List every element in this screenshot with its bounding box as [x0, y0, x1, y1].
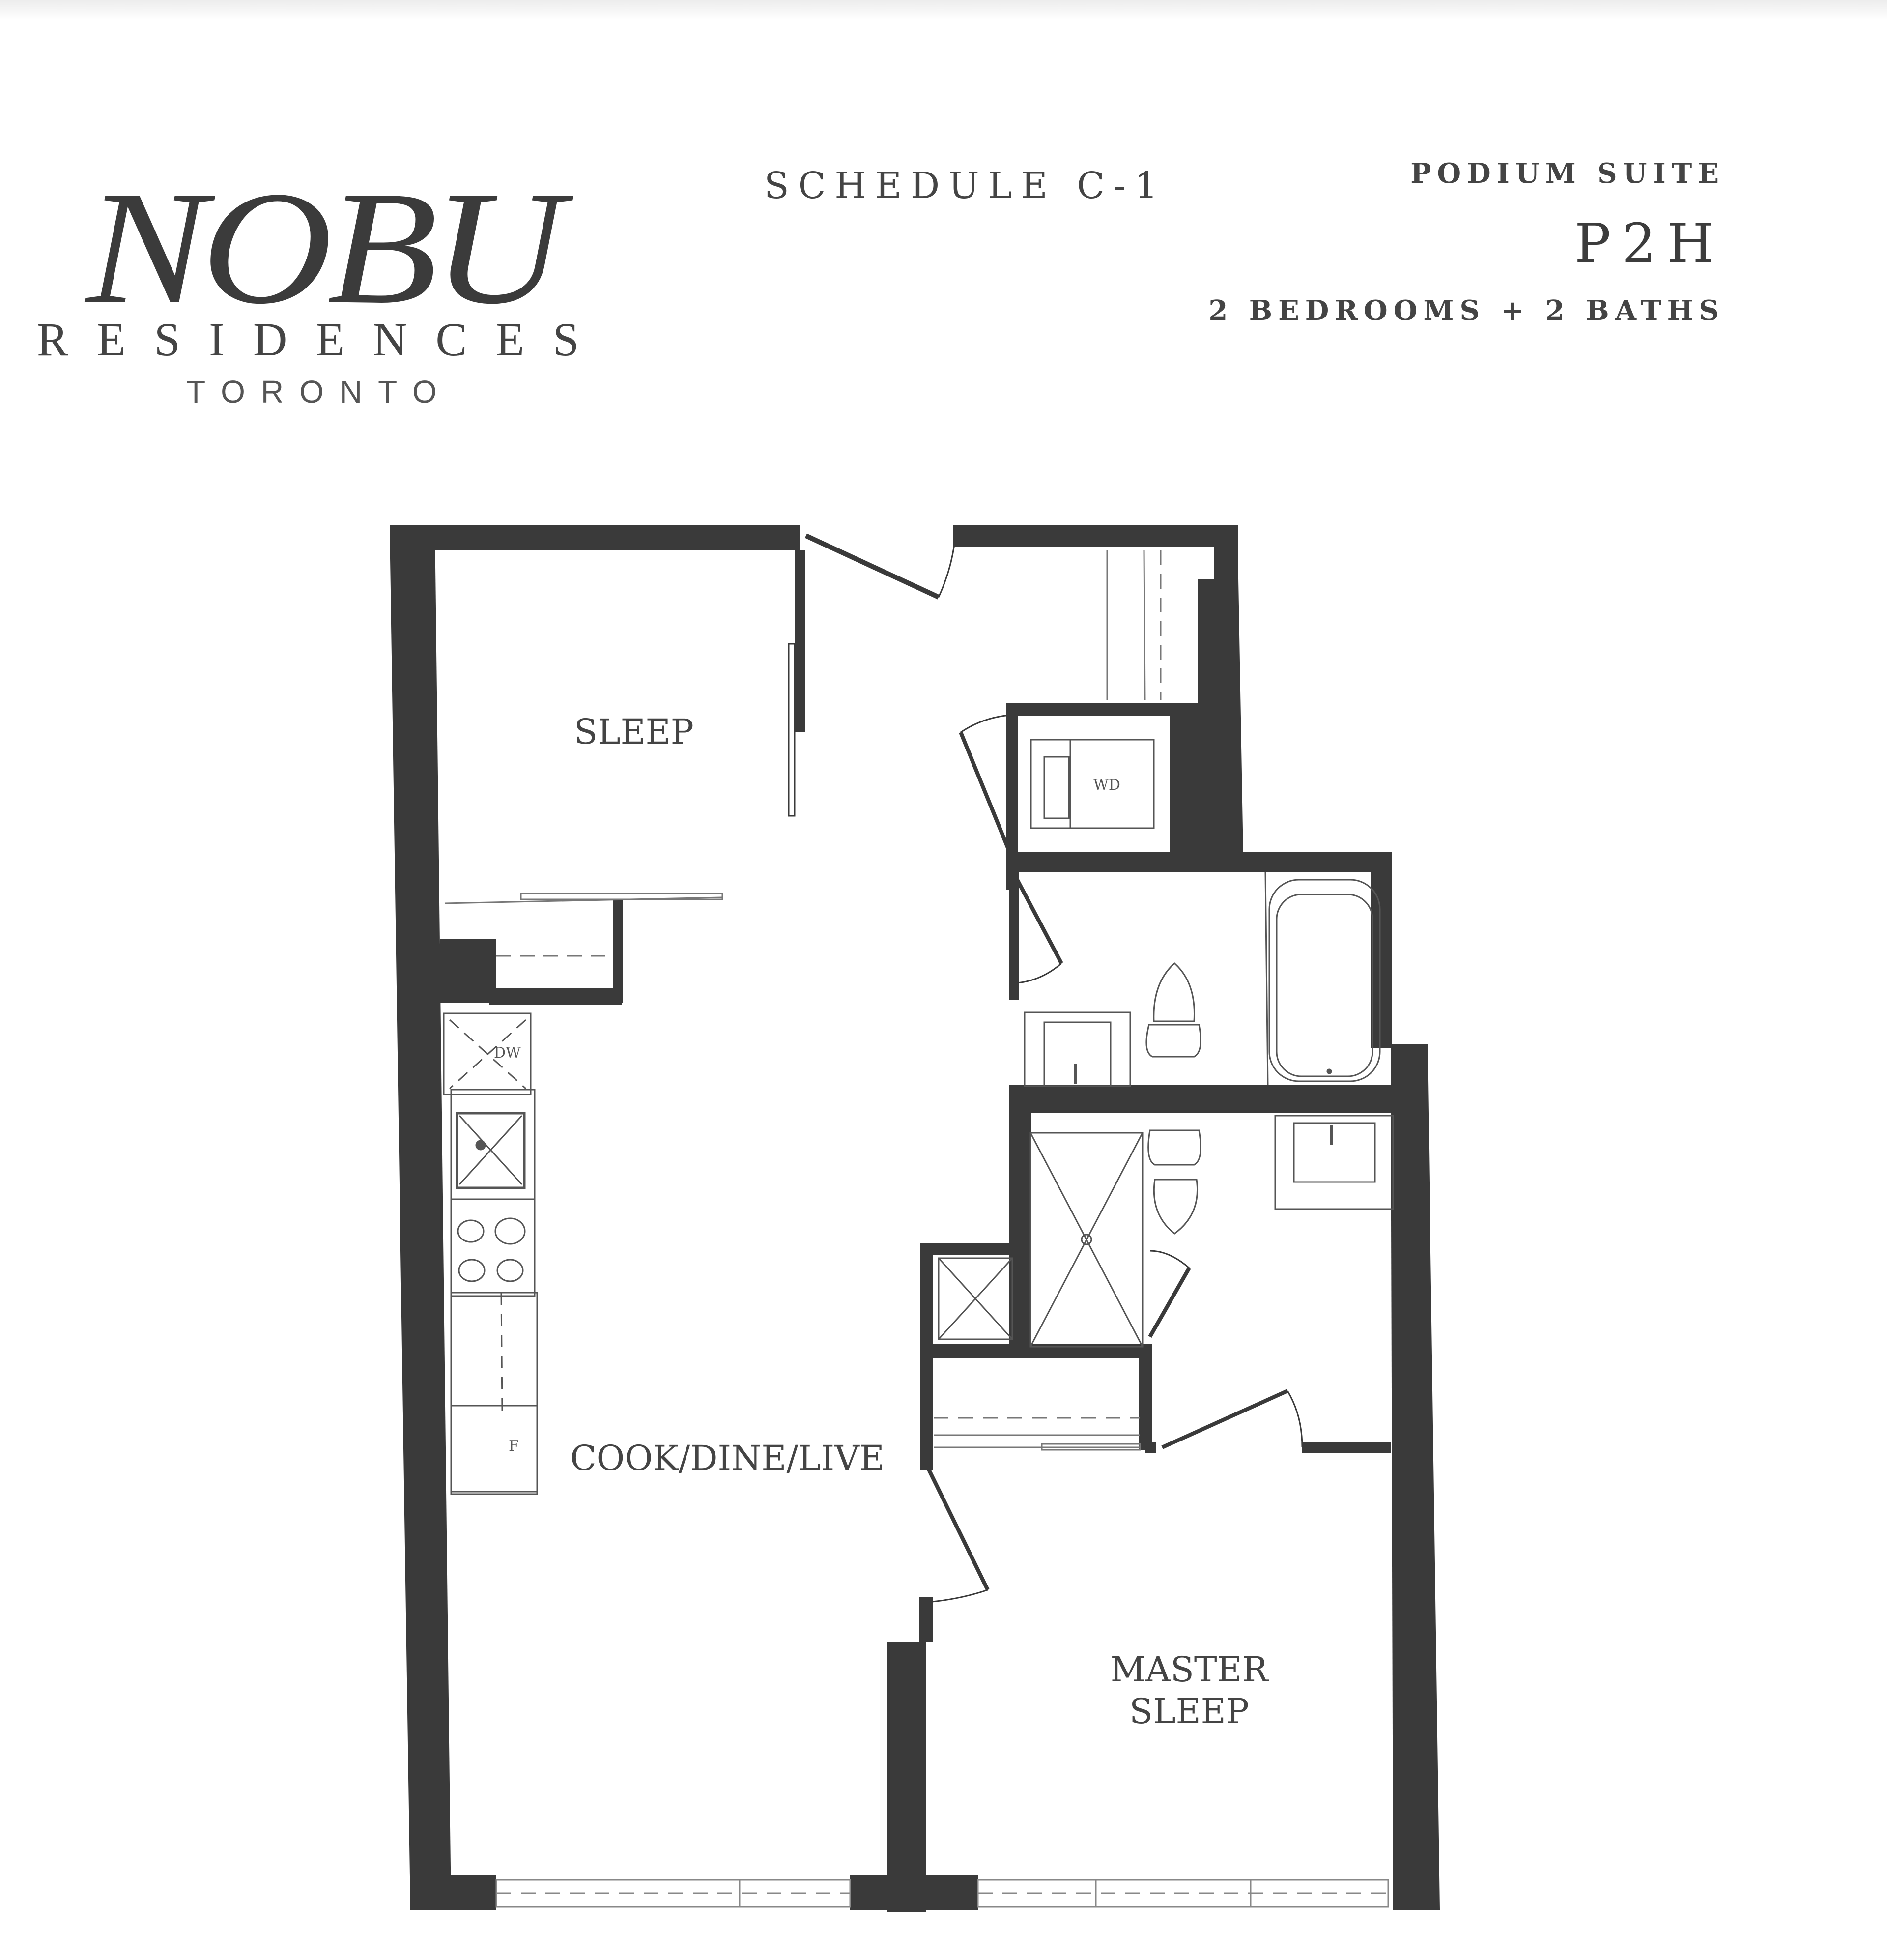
walls	[390, 525, 1440, 1912]
room-label-master-sleep-line1: MASTER	[1110, 1649, 1268, 1690]
sleep-sliding-door	[788, 643, 796, 817]
logo-subtitle: RESIDENCES	[37, 313, 608, 366]
top-gradient-strip	[0, 0, 1887, 20]
linen-closet	[938, 1257, 1013, 1340]
suite-info: PODIUM SUITE P2H 2 BEDROOMS + 2 BATHS	[1208, 157, 1725, 327]
master-door	[926, 1469, 990, 1603]
room-label-master-sleep-line2: SLEEP	[1129, 1691, 1249, 1731]
main-bath-fixtures	[1024, 872, 1381, 1087]
ensuite-fixtures	[1029, 1115, 1394, 1348]
ensuite-shower-door	[1148, 1250, 1191, 1338]
windows	[495, 1879, 1389, 1908]
suite-code: P2H	[1574, 212, 1725, 275]
room-label-cook-dine-live: COOK/DINE/LIVE	[570, 1438, 885, 1478]
label-washer-dryer: WD	[1093, 777, 1120, 794]
suite-rooms: 2 BEDROOMS + 2 BATHS	[1208, 294, 1725, 327]
ensuite-door	[1161, 1389, 1303, 1449]
logo-city: TORONTO	[186, 374, 453, 409]
sleep-closet-doors	[444, 893, 723, 957]
label-fridge: F	[509, 1438, 519, 1455]
wd-door	[959, 714, 1012, 854]
entry-closet	[1106, 550, 1162, 701]
room-label-sleep: SLEEP	[574, 712, 694, 752]
washer-dryer	[1030, 739, 1155, 829]
main-bath-door	[1015, 879, 1063, 984]
suite-type: PODIUM SUITE	[1410, 157, 1725, 190]
nobu-logo: NOBU RESIDENCES TORONTO	[27, 167, 617, 423]
logo-wordmark: NOBU	[86, 158, 564, 338]
entry-door	[804, 530, 957, 600]
label-dishwasher: DW	[494, 1044, 521, 1062]
master-closet	[934, 1417, 1141, 1451]
kitchen-counter	[443, 1012, 538, 1495]
schedule-title: SCHEDULE C-1	[764, 165, 1167, 207]
